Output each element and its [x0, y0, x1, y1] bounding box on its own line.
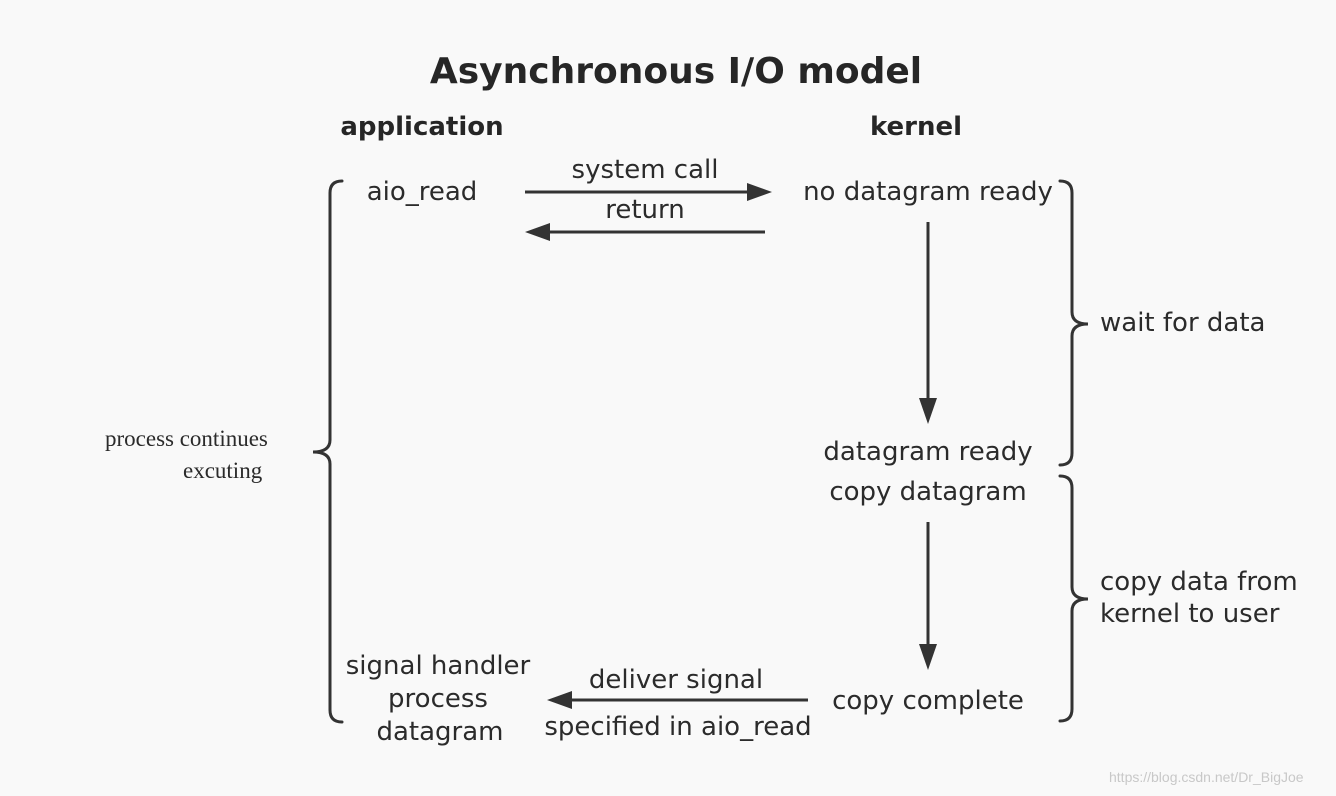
diagram-title: Asynchronous I/O model [429, 51, 923, 92]
deliver-signal-arrowhead [547, 691, 572, 709]
deliver-signal-label: deliver signal [588, 665, 764, 695]
wait-arrowhead [919, 398, 937, 424]
return-label: return [605, 195, 685, 225]
kernel-column-header: kernel [869, 112, 963, 142]
wait-for-data-label: wait for data [1100, 308, 1266, 338]
specified-in-aio-read-label: specified in aio_read [544, 712, 812, 742]
watermark-text: https://blog.csdn.net/Dr_BigJoe [1109, 769, 1304, 785]
copy-data-line1: copy data from [1100, 567, 1298, 597]
wait-brace [1058, 179, 1089, 467]
system-call-label: system call [571, 155, 719, 185]
application-column-header: application [340, 112, 504, 142]
copy-data-line2: kernel to user [1100, 599, 1280, 629]
system-call-arrowhead [747, 183, 772, 201]
aio-read-label: aio_read [366, 177, 478, 207]
no-datagram-ready-label: no datagram ready [803, 177, 1053, 207]
signal-handler-line2: process [388, 684, 488, 714]
process-continues-line2: excuting [183, 458, 263, 483]
datagram-ready-label: datagram ready [823, 437, 1033, 467]
process-brace [312, 179, 344, 724]
signal-handler-line3: datagram [376, 717, 504, 747]
copy-arrowhead [919, 644, 937, 670]
copy-complete-label: copy complete [832, 686, 1024, 716]
copy-brace [1058, 474, 1089, 723]
signal-handler-line1: signal handler [345, 651, 531, 681]
process-continues-line1: process continues [105, 426, 268, 451]
copy-datagram-label: copy datagram [829, 477, 1027, 507]
return-arrowhead [525, 223, 550, 241]
